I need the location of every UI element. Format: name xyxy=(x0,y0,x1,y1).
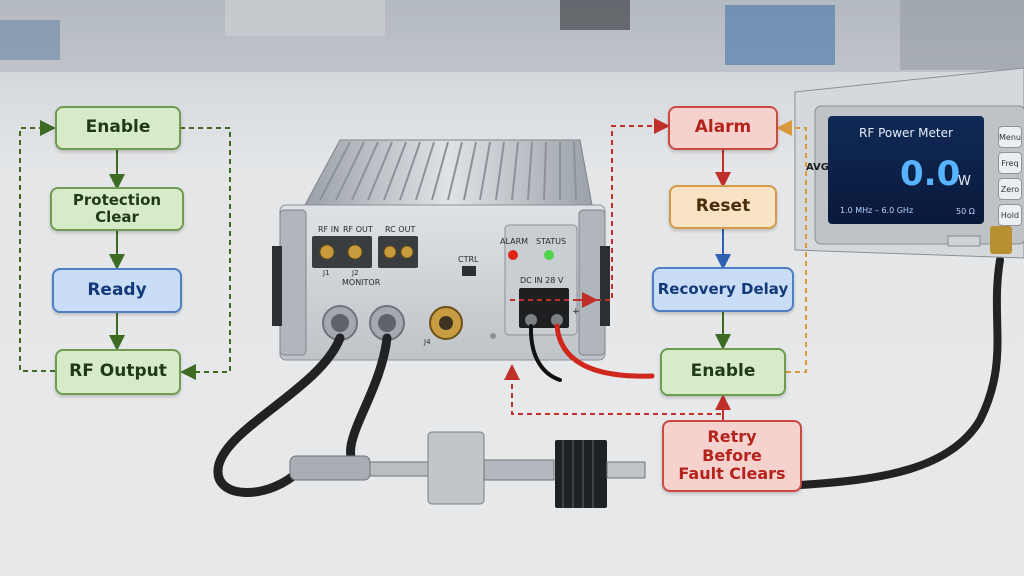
right-flow-arrows xyxy=(504,118,807,420)
background-shelves xyxy=(0,0,1024,72)
protection-clear-box: Protection Clear xyxy=(50,187,184,231)
ctrl-label: CTRL xyxy=(458,255,479,264)
amplifier-front-panel xyxy=(272,204,610,361)
retry-enable-box: Enable xyxy=(660,348,786,396)
left-flow-arrows xyxy=(19,120,231,380)
j1-label: J1 xyxy=(323,269,330,277)
meter-reading-unit: W xyxy=(958,174,971,189)
enable-state-box: Enable xyxy=(55,106,181,150)
status-led-label: STATUS xyxy=(536,237,567,246)
meter-freq-button[interactable]: Freq xyxy=(998,152,1022,174)
j4-label: J4 xyxy=(424,338,431,346)
meter-impedance: 50 Ω xyxy=(956,207,975,216)
reset-state-box: Reset xyxy=(669,185,777,229)
rf-out-label: RF OUT xyxy=(343,225,373,234)
ready-state-box: Ready xyxy=(52,268,182,313)
dc-in-label: DC IN 28 V xyxy=(520,276,564,285)
meter-reading-value: 0.0 xyxy=(900,154,961,194)
meter-hold-button[interactable]: Hold xyxy=(998,204,1022,226)
monitor-label: MONITOR xyxy=(342,278,381,287)
recovery-delay-box: Recovery Delay xyxy=(652,267,794,312)
j2-label: J2 xyxy=(352,269,359,277)
rf-output-box: RF Output xyxy=(55,349,181,395)
power-meter-display: RF Power Meter AVG 0.0 W 1.0 MHz – 6.0 G… xyxy=(806,116,984,224)
meter-menu-button[interactable]: Menu xyxy=(998,126,1022,148)
meter-mode: AVG xyxy=(806,162,830,173)
rf-in-label: RF IN xyxy=(318,225,340,234)
retry-warning-note: Retry Before Fault Clears xyxy=(662,420,802,492)
meter-frequency-range: 1.0 MHz – 6.0 GHz xyxy=(840,206,914,215)
rc-out-label: RC OUT xyxy=(385,225,416,234)
dc-plus-label: + xyxy=(572,307,580,317)
coupler-attenuator-assembly xyxy=(289,431,646,508)
meter-zero-button[interactable]: Zero xyxy=(998,178,1022,200)
meter-title: RF Power Meter xyxy=(859,126,953,140)
alarm-state-box: Alarm xyxy=(668,106,778,150)
alarm-led-label: ALARM xyxy=(500,237,529,246)
amplifier-heatsink xyxy=(304,139,593,206)
